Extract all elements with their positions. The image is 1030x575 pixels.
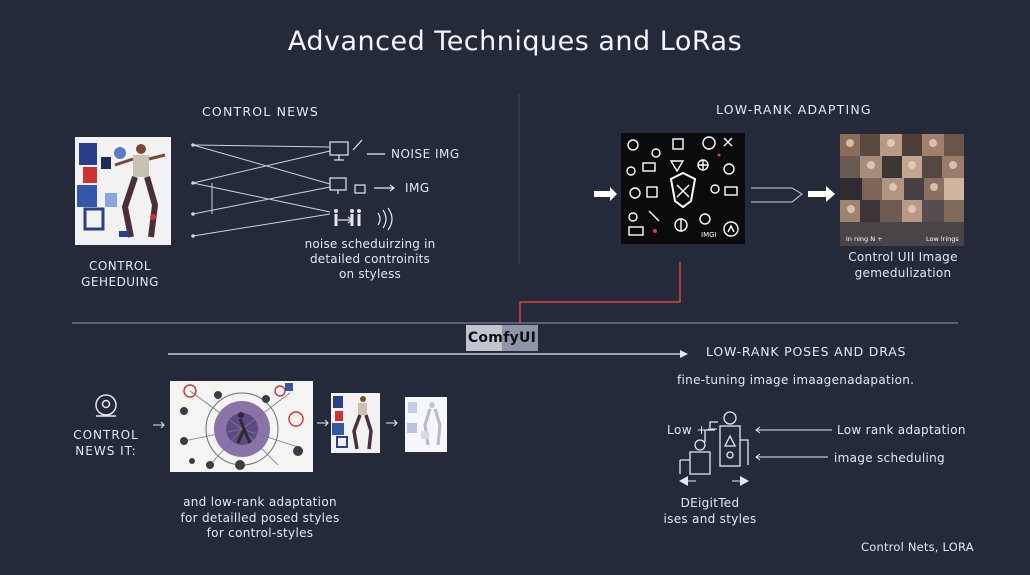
description-line: for control-styles <box>206 526 314 540</box>
portrait-grid-image: in ning N + Low lrings <box>840 134 964 246</box>
red-connector <box>519 262 681 324</box>
caption-line: CONTROL <box>73 428 139 442</box>
low-rank-adapting-heading: LOW-RANK ADAPTING <box>716 102 872 117</box>
arrow-right-icon <box>808 186 835 202</box>
dancer-collage-image <box>75 137 171 245</box>
faded-pose-image <box>405 397 447 452</box>
dancer-thumbnail-image <box>331 393 380 453</box>
img-label: IMG <box>405 181 430 195</box>
low-rank-poses-heading: LOW-RANK POSES AND DRAS <box>706 344 907 359</box>
monitor-icon <box>329 141 349 161</box>
description-line: noise scheduirzing in <box>304 237 436 251</box>
grid-label-right: Low lrings <box>926 235 959 243</box>
description-line: on styless <box>338 267 402 281</box>
control-news-heading: CONTROL NEWS <box>202 104 319 119</box>
description-line: for detailled posed styles <box>180 510 340 525</box>
icon-mosaic-image: IMGI <box>621 133 745 244</box>
control-geheduing-caption: CONTROL GEHEDUING <box>70 258 170 290</box>
monitor-icon <box>329 177 366 194</box>
comfyui-label: ComfyUI <box>467 330 537 346</box>
caption-line: gemedulization <box>854 266 952 280</box>
arrow-right-icon <box>740 476 749 486</box>
low-rank-adaptation-description: and low-rank adaptation for detailled po… <box>160 495 360 542</box>
chevron-arrow <box>751 187 803 203</box>
footer-note: Control Nets, LORA <box>861 540 974 554</box>
arrow-right-icon <box>594 187 617 201</box>
caption-line: CONTROL <box>88 259 152 273</box>
description-line: and low-rank adaptation <box>183 495 337 509</box>
network-node-icon <box>679 411 749 475</box>
fine-tuning-subtitle: fine-tuning image imaagenadapation. <box>677 373 915 387</box>
caption-line: Control UII Image <box>848 250 958 264</box>
people-icon <box>334 209 361 226</box>
sound-wave-icon <box>377 207 393 231</box>
mosaic-overlay-label: IMGI <box>701 231 717 239</box>
page-title: Advanced Techniques and LoRas <box>287 26 743 57</box>
caption-line: DEigitTed <box>680 496 740 510</box>
caption-line: ises and styles <box>663 512 757 526</box>
control-image-caption: Control UII Image gemedulization <box>830 249 976 281</box>
low-rank-adaptation-label: Low rank adaptation <box>837 423 966 437</box>
grid-label-left: in ning N + <box>846 235 883 243</box>
low-plus-label: Low + <box>667 423 707 437</box>
image-scheduling-label: image scheduling <box>834 451 945 465</box>
comfyui-badge: ComfyUI <box>466 325 538 351</box>
noise-scheduling-description: noise scheduirzing in detailed controini… <box>290 237 450 282</box>
crossing-lines <box>192 144 331 237</box>
description-line: detailed controinits <box>309 252 431 266</box>
caption-line: NEWS IT: <box>75 444 137 458</box>
caption-line: GEHEDUING <box>81 275 159 289</box>
pose-network-image <box>170 381 313 472</box>
designed-styles-caption: DEigitTed ises and styles <box>650 495 770 527</box>
control-news-it-caption: CONTROL NEWS IT: <box>64 427 148 459</box>
noise-img-label: NOISE IMG <box>391 147 460 161</box>
head-gear-icon <box>95 394 117 417</box>
arrow-left-icon <box>679 476 688 486</box>
